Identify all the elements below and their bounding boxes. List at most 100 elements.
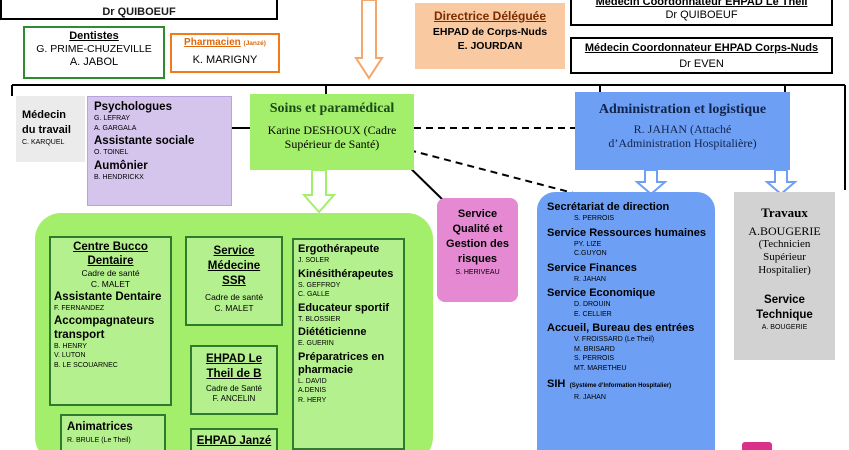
ehpad-theil-name: F. ANCELIN [212, 394, 256, 403]
logo-partial [742, 442, 772, 450]
qualite-name: S. HERIVEAU [455, 269, 500, 276]
diet-name: E. GUERIN [298, 340, 334, 347]
medecin-travail-name: C. KARQUEL [22, 139, 65, 146]
educ-name: T. BLOSSIER [298, 315, 341, 323]
admin-item-2-title: Service Ressources humaines [547, 226, 706, 239]
arrow-down-top [354, 0, 384, 80]
psychologues-title: Psychologues [94, 101, 172, 113]
animatrices-box: Animatrices R. BRULE (Le Theil) [60, 414, 166, 450]
admin-item-4-name-2: E. CELLIER [574, 310, 612, 318]
prep-title-1: Préparatrices en [298, 350, 385, 363]
medecin-theil-title: Médecin Coordonnateur EHPAD Le Theil [595, 0, 808, 8]
ehpad-theil-title-2: Theil de B [206, 368, 262, 380]
ehpad-theil-cadre: Cadre de Santé [205, 384, 263, 393]
admin-item-4-name-1: D. DROUIN [574, 301, 611, 308]
medecin-name: Dr QUIBOEUF [102, 6, 176, 18]
travaux-name: A.BOUGERIE [748, 224, 821, 238]
sih-title: SIH [547, 378, 566, 390]
admin-item-5-name-4: MT. MARETHEU [574, 364, 627, 372]
ssr-title-1: Service [213, 245, 255, 257]
admin-item-5-name-2: M. BRISARD [574, 345, 615, 353]
qualite-line-4: risques [457, 253, 498, 265]
medecin-theil-box: Médecin Coordonnateur EHPAD Le Theil Dr … [570, 0, 833, 26]
directrice-box: Directrice Déléguée EHPAD de Corps-Nuds … [415, 3, 565, 69]
admin-item-5-name-3: S. PERROIS [574, 355, 615, 362]
animatrices-name: R. BRULE (Le Theil) [67, 437, 131, 444]
kine-name-2: C. GALLE [298, 291, 330, 298]
qualite-line-1: Service [457, 208, 498, 220]
ehpad-theil-title-1: EHPAD Le [205, 353, 263, 365]
sih-sub: (Système d’Information Hospitalier) [569, 383, 672, 389]
dentistes-title: Dentistes [69, 30, 119, 42]
aumonier-name: B. HENDRICKX [94, 173, 144, 181]
dentistes-box: Dentistes G. PRIME-CHUZEVILLE A. JABOL [23, 26, 165, 79]
bucco-title-1: Centre Bucco [73, 241, 148, 253]
animatrices-title: Animatrices [67, 421, 133, 433]
soins-line1: Karine DESHOUX (Cadre [267, 123, 397, 137]
accomp-name-1: B. HENRY [54, 342, 87, 350]
admin-item-5-title: Accueil, Bureau des entrées [547, 322, 695, 334]
assistante-dentaire-title: Assistante Dentaire [54, 291, 162, 303]
ergo-title: Ergothérapeute [298, 243, 380, 255]
admin-item-1-name-1: S. PERROIS [574, 215, 615, 222]
soins-line2: Supérieur de Santé) [284, 137, 380, 151]
travaux-role-3: Hospitalier) [758, 264, 811, 276]
accomp-title-2: transport [54, 328, 105, 341]
ssr-box: Service Médecine SSR Cadre de santé C. M… [185, 236, 283, 326]
prep-name-2: A.DENIS [298, 387, 327, 394]
qualite-line-3: Gestion des [446, 238, 509, 250]
travaux-role-2: Supérieur [763, 251, 806, 263]
prep-name-3: R. HERY [298, 396, 327, 404]
ehpad-janze-title: EHPAD Janzé [196, 435, 272, 447]
bucco-cadre-name: C. MALET [90, 279, 131, 289]
ehpad-theil-box: EHPAD Le Theil de B Cadre de Santé F. AN… [190, 345, 278, 415]
medecin-corps-box: Médecin Coordonnateur EHPAD Corps-Nuds D… [570, 37, 833, 74]
ssr-title-3: SSR [222, 275, 246, 287]
ergo-name: J. SOLER [298, 257, 330, 264]
dentiste-name-2: A. JABOL [69, 56, 119, 68]
ergo-box: Ergothérapeute J. SOLER Kinésithérapeute… [292, 238, 405, 450]
psy-name-2: A. GARGALA [94, 124, 137, 132]
pharmacien-suffix: (Janzé) [243, 40, 266, 47]
ssr-cadre: Cadre de santé [204, 292, 264, 302]
directrice-name: E. JOURDAN [457, 40, 523, 52]
soins-title: Soins et paramédical [269, 101, 395, 116]
sih-name: R. JAHAN [574, 394, 606, 401]
accomp-name-2: V. LUTON [54, 352, 86, 359]
diet-title: Diététicienne [298, 326, 367, 338]
pharmacien-box: Pharmacien (Janzé) K. MARIGNY [170, 33, 280, 73]
service-technique-name: A. BOUGERIE [761, 324, 808, 331]
directrice-line1: EHPAD de Corps-Nuds [432, 26, 548, 38]
pharmacien-title-line: Pharmacien (Janzé) [172, 37, 278, 50]
accomp-name-3: B. LE SCOUARNEC [54, 361, 118, 369]
admin-line2: d’Administration Hospitalière) [608, 136, 757, 150]
ssr-title-2: Médecine [207, 260, 261, 272]
qualite-box: Service Qualité et Gestion des risques S… [437, 198, 518, 302]
medecin-travail-line2: du travail [22, 124, 71, 136]
travaux-box: Travaux A.BOUGERIE (Technicien Supérieur… [734, 192, 835, 360]
ehpad-janze-box: EHPAD Janzé [190, 428, 278, 450]
admin-services-box: Secrétariat de direction S. PERROIS Serv… [537, 192, 715, 450]
admin-line1: R. JAHAN (Attaché [633, 122, 732, 136]
pharmacien-title: Pharmacien [184, 37, 241, 48]
admin-item-1-title: Secrétariat de direction [547, 201, 670, 213]
accomp-title-1: Accompagnateurs [54, 314, 155, 327]
directrice-title: Directrice Déléguée [433, 9, 547, 23]
assistante-sociale-title: Assistante sociale [94, 135, 195, 147]
kine-name-1: S. GEFFROY [298, 281, 341, 289]
admin-box: Administration et logistique R. JAHAN (A… [575, 92, 790, 170]
qualite-line-2: Qualité et [452, 223, 503, 235]
kine-title: Kinésithérapeutes [298, 267, 394, 280]
arrow-admin-left [634, 169, 668, 196]
medecin-travail-box: Médecin du travail C. KARQUEL [16, 96, 85, 162]
pharmacien-name: K. MARIGNY [192, 54, 258, 66]
medecin-travail-line1: Médecin [22, 109, 67, 121]
admin-item-4-title: Service Economique [547, 287, 656, 299]
assistante-dentaire-name: F. FERNANDEZ [54, 305, 105, 312]
bucco-box: Centre Bucco Dentaire Cadre de santé C. … [49, 236, 172, 406]
admin-item-3-name-1: R. JAHAN [574, 275, 606, 283]
educ-title: Educateur sportif [298, 301, 390, 314]
admin-item-3-title: Service Finances [547, 261, 637, 274]
bucco-cadre: Cadre de santé [81, 268, 140, 278]
